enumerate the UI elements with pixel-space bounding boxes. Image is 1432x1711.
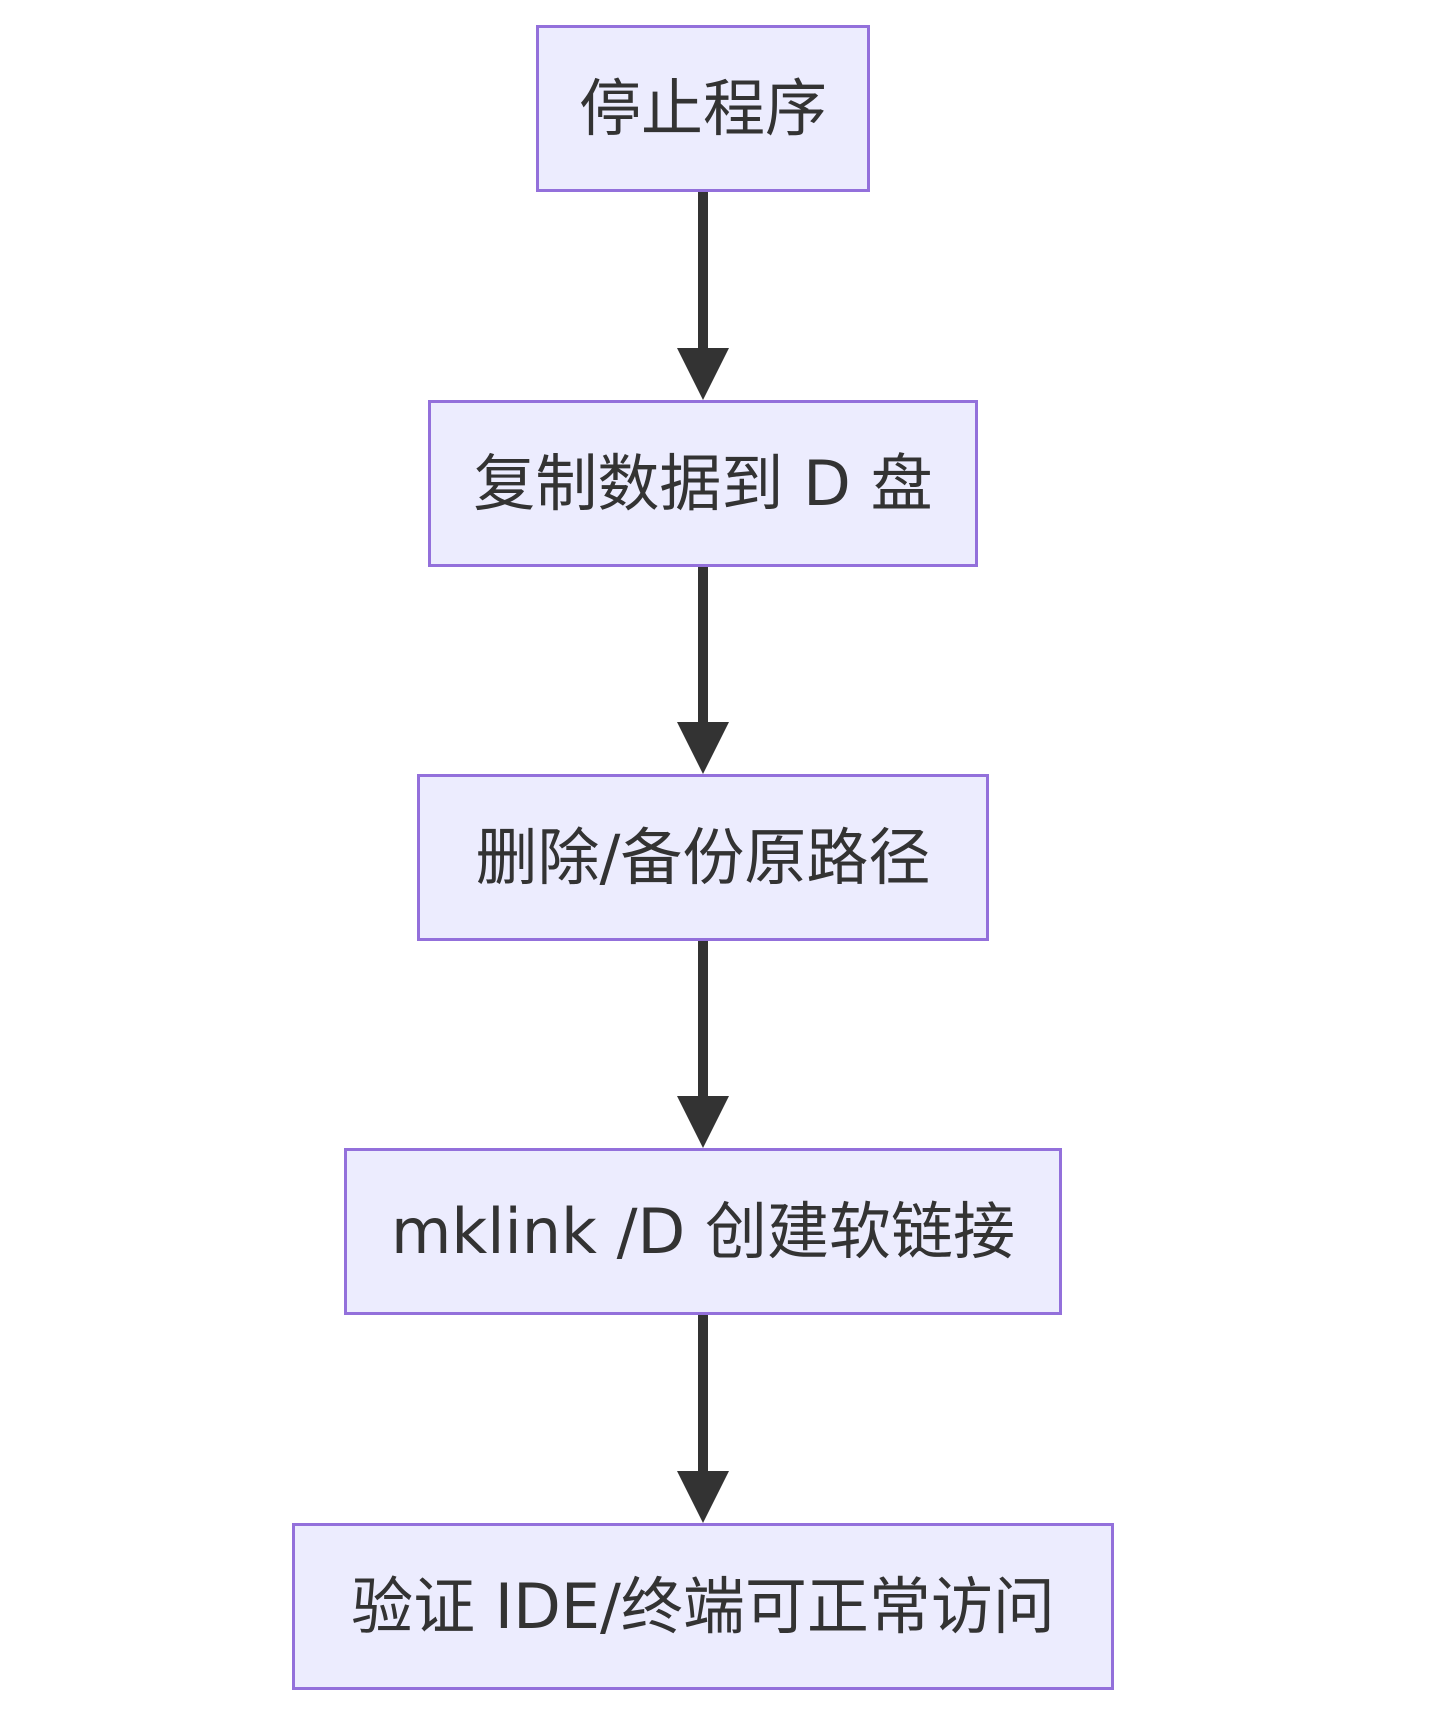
node-label: mklink /D 创建软链接	[391, 1194, 1015, 1268]
arrow-head-icon	[677, 348, 729, 400]
node-label: 停止程序	[578, 71, 827, 145]
arrow-head-icon	[677, 722, 729, 774]
edge-copy-to-remove	[677, 567, 729, 774]
node-remove-original: 删除/备份原路径	[417, 774, 989, 941]
node-stop-program: 停止程序	[536, 25, 870, 192]
edge-stop-to-copy	[677, 192, 729, 400]
node-label: 验证 IDE/终端可正常访问	[351, 1569, 1055, 1643]
node-verify-access: 验证 IDE/终端可正常访问	[292, 1523, 1114, 1690]
node-create-symlink: mklink /D 创建软链接	[344, 1148, 1062, 1315]
edge-mklink-to-verify	[677, 1315, 729, 1523]
node-label: 删除/备份原路径	[475, 820, 931, 894]
arrow-head-icon	[677, 1471, 729, 1523]
node-label: 复制数据到 D 盘	[473, 446, 933, 520]
edge-remove-to-mklink	[677, 941, 729, 1148]
arrow-head-icon	[677, 1096, 729, 1148]
node-copy-data: 复制数据到 D 盘	[428, 400, 978, 567]
